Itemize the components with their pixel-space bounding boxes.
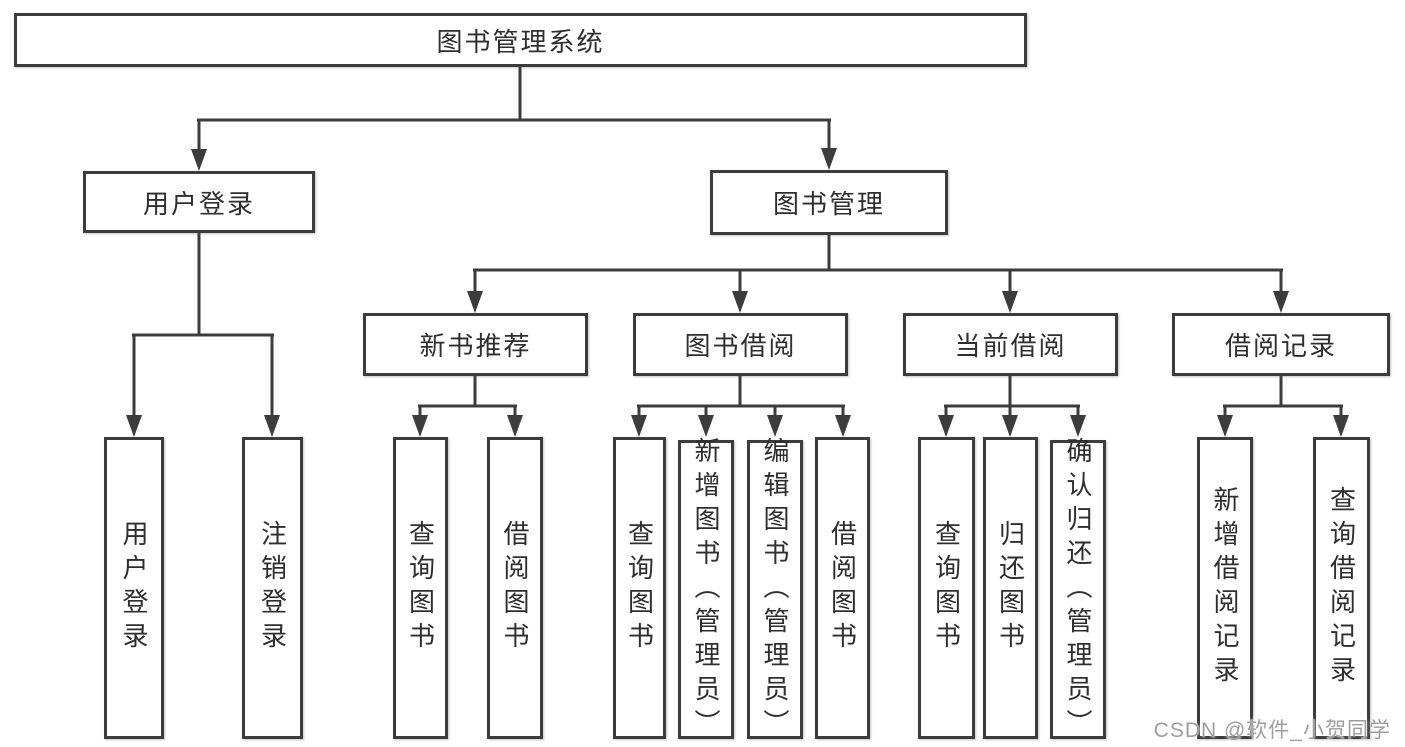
leaf-label: 借阅图书	[500, 520, 530, 656]
leaf-label: 查询图书	[624, 520, 655, 656]
node-current-borrowing: 当前借阅	[903, 313, 1118, 376]
leaf-confirm-return-admin: 确认归还（管理员）	[1050, 437, 1106, 743]
leaf-query-books-3: 查询图书	[918, 437, 975, 739]
node-new-book-recommendation: 新书推荐	[363, 313, 588, 376]
leaf-label: 新增借阅记录	[1210, 486, 1240, 690]
leaf-label: 归还图书	[995, 520, 1026, 656]
leaf-borrow-books-2: 借阅图书	[815, 437, 870, 739]
leaf-return-books: 归还图书	[983, 437, 1038, 739]
leaf-query-borrow-records: 查询借阅记录	[1313, 437, 1370, 739]
watermark-text: CSDN @软件_小贺同学	[1153, 719, 1391, 742]
connector-path	[132, 67, 1343, 419]
leaf-query-books-1: 查询图书	[393, 437, 448, 739]
arrow-down-icon	[126, 148, 1349, 437]
node-label: 图书借阅	[684, 331, 797, 361]
leaf-label: 查询图书	[931, 520, 962, 656]
leaf-label: 注销登录	[257, 520, 288, 656]
leaf-add-books-admin: 新增图书（管理员）	[678, 437, 734, 743]
leaf-add-borrow-records: 新增借阅记录	[1197, 437, 1253, 739]
leaf-label: 编辑图书（管理员）	[760, 436, 790, 743]
leaf-query-books-2: 查询图书	[613, 437, 666, 739]
node-label: 图书管理	[772, 189, 885, 219]
node-label: 当前借阅	[954, 331, 1067, 361]
node-user-login: 用户登录	[83, 171, 315, 233]
node-borrowing-records: 借阅记录	[1172, 313, 1390, 376]
leaf-label: 确认归还（管理员）	[1063, 436, 1093, 743]
node-label: 新书推荐	[419, 331, 532, 361]
leaf-user-login: 用户登录	[104, 437, 164, 739]
leaf-label: 查询图书	[405, 520, 436, 656]
leaf-label: 新增图书（管理员）	[691, 436, 721, 743]
node-book-borrowing: 图书借阅	[633, 313, 848, 376]
node-system-root: 图书管理系统	[14, 13, 1027, 67]
leaf-edit-books-admin: 编辑图书（管理员）	[747, 437, 803, 743]
leaf-logout-login: 注销登录	[242, 437, 303, 739]
leaf-label: 借阅图书	[827, 520, 858, 656]
leaf-borrow-books-1: 借阅图书	[487, 437, 543, 739]
node-book-management: 图书管理	[710, 170, 948, 235]
leaf-label: 查询借阅记录	[1326, 486, 1357, 690]
node-label: 借阅记录	[1224, 331, 1337, 361]
node-label: 图书管理系统	[436, 26, 605, 57]
node-label: 用户登录	[142, 188, 255, 219]
leaf-label: 用户登录	[119, 520, 149, 656]
